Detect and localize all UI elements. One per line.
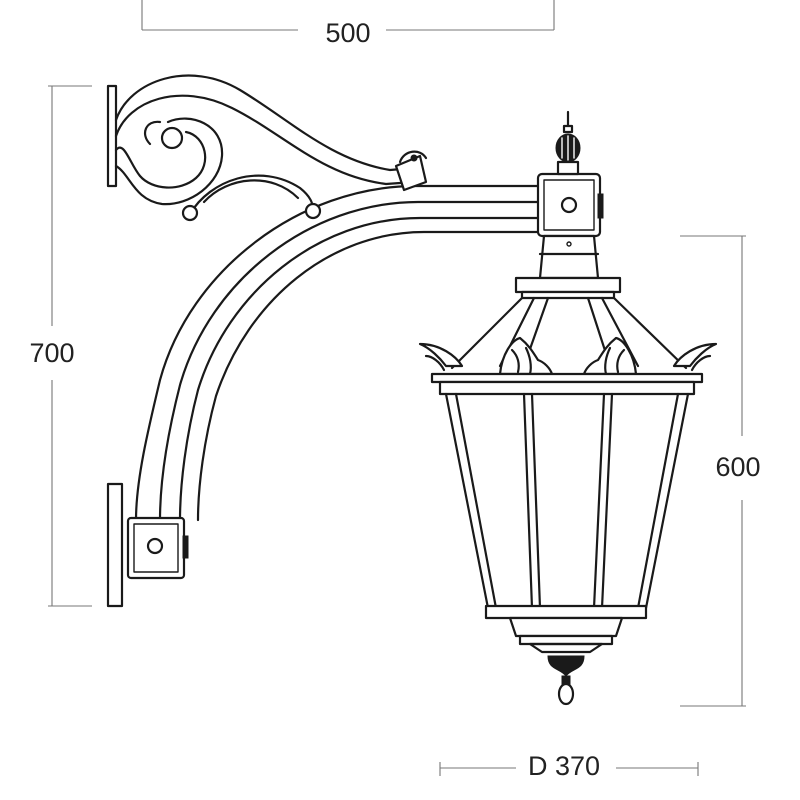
lantern-connector bbox=[536, 110, 604, 280]
dimension-width: 500 bbox=[141, 0, 555, 48]
bracket-arm bbox=[134, 184, 542, 522]
lower-mount-block bbox=[126, 516, 189, 580]
crown-leaf-left-icon bbox=[498, 336, 554, 376]
finial-icon bbox=[555, 110, 581, 176]
curl-ball-right-icon bbox=[304, 202, 322, 220]
bottom-finial-icon bbox=[547, 655, 585, 706]
curl-ball-left-icon bbox=[181, 204, 199, 222]
crown-leaf-right-icon bbox=[582, 336, 638, 376]
dimension-height: 700 bbox=[29, 85, 92, 607]
dimension-diameter: D 370 bbox=[439, 751, 699, 781]
lower-mount-bolt-icon bbox=[146, 537, 164, 555]
crown-ornament-right-icon bbox=[672, 342, 718, 372]
wall-plate-bottom bbox=[106, 482, 124, 608]
scroll-knob-icon bbox=[160, 126, 184, 150]
dimension-height-label: 700 bbox=[29, 338, 74, 368]
dimension-lantern-height: 600 bbox=[680, 235, 761, 707]
dimension-lantern-height-label: 600 bbox=[715, 452, 760, 482]
dimension-width-label: 500 bbox=[325, 18, 370, 48]
lantern-roof bbox=[418, 276, 718, 396]
connector-bolt-icon bbox=[560, 196, 578, 214]
wall-plate-top bbox=[106, 84, 118, 188]
dimension-diameter-label: D 370 bbox=[528, 751, 600, 781]
crown-ornament-left-icon bbox=[418, 342, 464, 372]
lantern-body bbox=[444, 392, 690, 706]
upper-scroll bbox=[114, 74, 428, 222]
